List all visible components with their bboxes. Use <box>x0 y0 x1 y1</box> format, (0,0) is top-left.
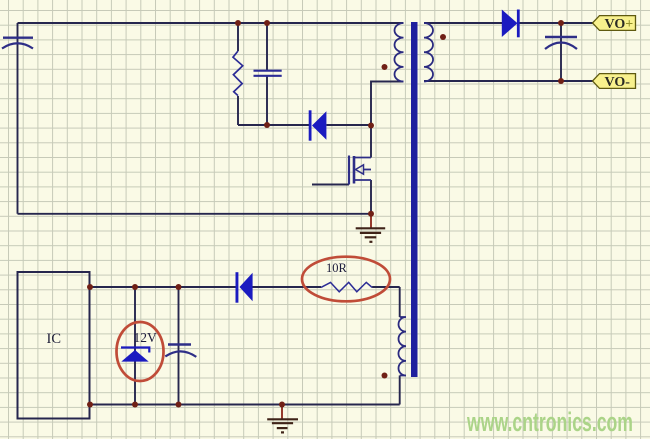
svg-text:IC: IC <box>47 331 62 347</box>
svg-text:12V: 12V <box>134 330 158 345</box>
svg-text:VO-: VO- <box>605 75 631 90</box>
svg-text:10R: 10R <box>326 261 348 275</box>
svg-text:www.cntronics.com: www.cntronics.com <box>466 407 633 437</box>
svg-text:VO+: VO+ <box>605 17 634 32</box>
